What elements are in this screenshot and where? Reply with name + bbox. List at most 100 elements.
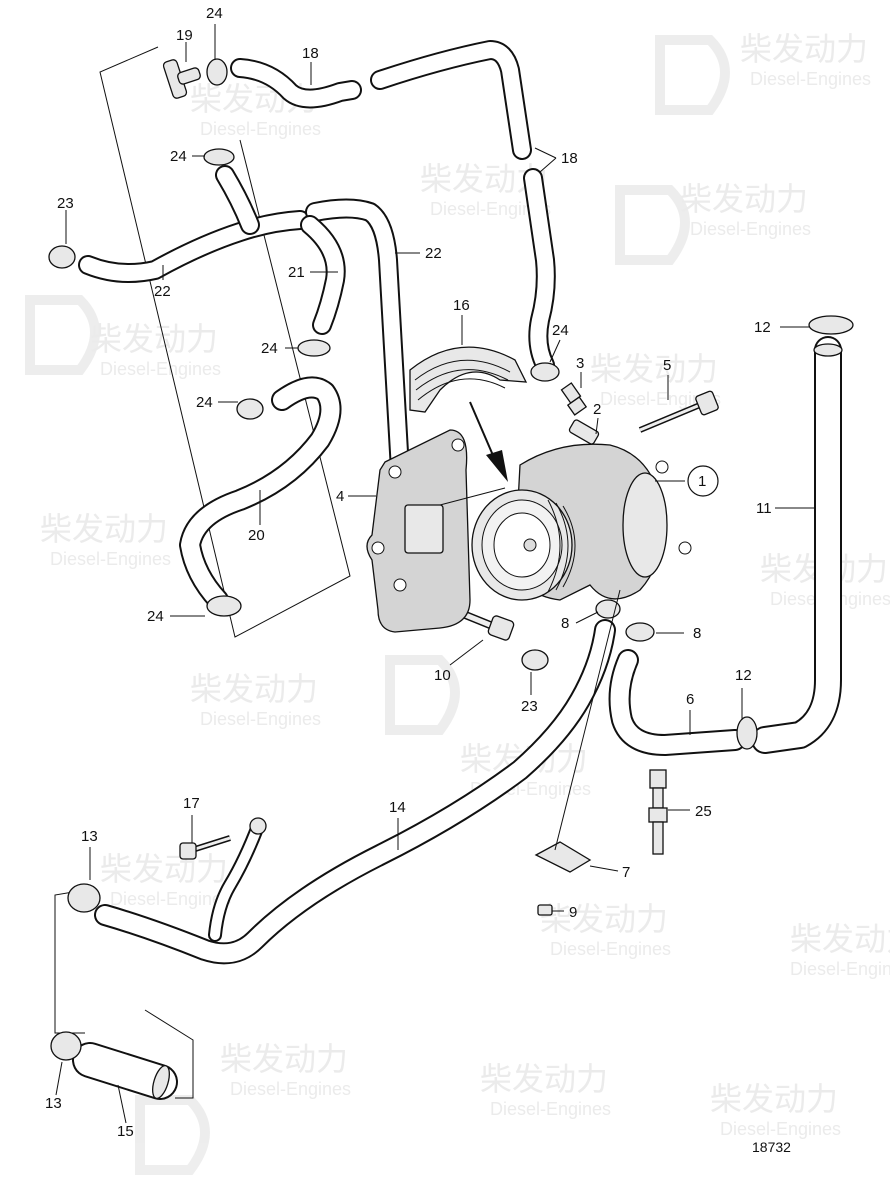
callout-9: 9 bbox=[569, 904, 577, 921]
callout-24: 24 bbox=[261, 340, 278, 357]
callout-labels: 24 19 18 18 24 23 22 22 21 16 24 24 3 12… bbox=[45, 5, 772, 1140]
hose-15 bbox=[72, 1042, 178, 1100]
callout-22: 22 bbox=[425, 245, 442, 262]
callout-circle-icon bbox=[687, 465, 719, 497]
figure-number: 18732 bbox=[752, 1139, 791, 1155]
hose-21 bbox=[300, 215, 346, 335]
hose-22-right bbox=[305, 198, 410, 480]
clamp-13-icon bbox=[67, 883, 101, 913]
watermark-cn: 柴发动力 bbox=[540, 901, 668, 937]
watermark-cn: 柴发动力 bbox=[680, 181, 808, 217]
callout-8: 8 bbox=[561, 615, 569, 632]
watermark-en: Diesel-Engines bbox=[200, 709, 321, 729]
callout-4: 4 bbox=[336, 488, 344, 505]
watermark-en: Diesel-Engines bbox=[750, 69, 871, 89]
watermark-cn: 柴发动力 bbox=[480, 1061, 608, 1097]
callout-14: 14 bbox=[389, 799, 406, 816]
hose-11 bbox=[751, 336, 843, 754]
callout-3: 3 bbox=[576, 355, 584, 372]
callout-5: 5 bbox=[663, 357, 671, 374]
callout-20: 20 bbox=[248, 527, 265, 544]
callout-24: 24 bbox=[147, 608, 164, 625]
watermark-en: Diesel-Engines bbox=[790, 959, 890, 979]
callout-6: 6 bbox=[686, 691, 694, 708]
watermark-en: Diesel-Engines bbox=[720, 1119, 841, 1139]
callout-22: 22 bbox=[154, 283, 171, 300]
hose-18-upper bbox=[230, 40, 556, 375]
callout-10: 10 bbox=[434, 667, 451, 684]
callout-12: 12 bbox=[735, 667, 752, 684]
bolt-17 bbox=[179, 835, 231, 860]
callout-13: 13 bbox=[45, 1095, 62, 1112]
bracket-17-strap bbox=[208, 817, 267, 942]
nipple-25 bbox=[648, 769, 668, 855]
hose-6 bbox=[608, 649, 746, 756]
callout-12: 12 bbox=[754, 319, 771, 336]
leader-lines bbox=[55, 24, 815, 1124]
clamp-24-icon bbox=[206, 58, 228, 86]
clamp-23-icon bbox=[521, 649, 549, 671]
callout-24: 24 bbox=[552, 322, 569, 339]
hose-22-left bbox=[78, 165, 310, 283]
callout-23: 23 bbox=[521, 698, 538, 715]
watermark-logo-icon bbox=[25, 35, 730, 1175]
hose-20 bbox=[179, 376, 342, 611]
callout-19: 19 bbox=[176, 27, 193, 44]
watermark-en: Diesel-Engines bbox=[50, 549, 171, 569]
callout-7: 7 bbox=[622, 864, 630, 881]
clip-7 bbox=[534, 841, 592, 873]
watermark-en: Diesel-Engines bbox=[550, 939, 671, 959]
callout-15: 15 bbox=[117, 1123, 134, 1140]
watermark-en: Diesel-Engines bbox=[690, 219, 811, 239]
bolt-10 bbox=[456, 608, 515, 641]
hose-clamps bbox=[48, 58, 854, 1061]
connectors-2-3 bbox=[560, 382, 600, 445]
clamp-12-icon bbox=[736, 716, 758, 750]
callout-23: 23 bbox=[57, 195, 74, 212]
watermark-cn: 柴发动力 bbox=[790, 921, 890, 957]
bolt-5 bbox=[638, 390, 719, 433]
watermark-cn: 柴发动力 bbox=[710, 1081, 838, 1117]
hose-11-end bbox=[813, 343, 843, 357]
hose-14 bbox=[94, 619, 616, 965]
ac-compressor-1 bbox=[471, 443, 692, 601]
callout-17: 17 bbox=[183, 795, 200, 812]
clamp-24-icon bbox=[206, 595, 242, 617]
callout-24: 24 bbox=[170, 148, 187, 165]
watermark-cn: 柴发动力 bbox=[190, 671, 318, 707]
clamp-24-icon bbox=[203, 148, 235, 166]
callout-24: 24 bbox=[206, 5, 223, 22]
callout-1-circled: 1 bbox=[698, 473, 706, 490]
clamp-24-icon bbox=[297, 339, 331, 357]
clamp-13-icon bbox=[50, 1031, 82, 1061]
watermark-cn: 柴发动力 bbox=[100, 851, 228, 887]
callout-2: 2 bbox=[593, 401, 601, 418]
watermark-en: Diesel-Engines bbox=[100, 359, 221, 379]
watermark-en: Diesel-Engines bbox=[430, 199, 551, 219]
watermark-cn: 柴发动力 bbox=[740, 31, 868, 67]
callout-21: 21 bbox=[288, 264, 305, 281]
clamp-23-icon bbox=[48, 245, 76, 269]
direction-arrow-icon bbox=[469, 401, 508, 482]
callout-16: 16 bbox=[453, 297, 470, 314]
watermark-cn: 柴发动力 bbox=[90, 321, 218, 357]
callout-18: 18 bbox=[561, 150, 578, 167]
callout-13: 13 bbox=[81, 828, 98, 845]
watermark-en: Diesel-Engines bbox=[490, 1099, 611, 1119]
watermark-cn: 柴发动力 bbox=[590, 351, 718, 387]
clamp-12-icon bbox=[808, 315, 854, 335]
watermark-en: Diesel-Engines bbox=[230, 1079, 351, 1099]
clamp-24-icon bbox=[530, 362, 560, 382]
callout-11: 11 bbox=[756, 500, 772, 517]
clamp-24-icon bbox=[236, 398, 264, 420]
screw-9 bbox=[537, 904, 553, 916]
seal-rings-8 bbox=[595, 599, 655, 642]
watermark-cn: 柴发动力 bbox=[40, 511, 168, 547]
watermark-en: Diesel-Engines bbox=[200, 119, 321, 139]
mounting-bracket-4 bbox=[366, 429, 471, 633]
drive-belt-16 bbox=[409, 346, 528, 413]
callout-8: 8 bbox=[693, 625, 701, 642]
watermark-en: Diesel-Engines bbox=[110, 889, 231, 909]
tee-fitting-19 bbox=[162, 59, 201, 99]
